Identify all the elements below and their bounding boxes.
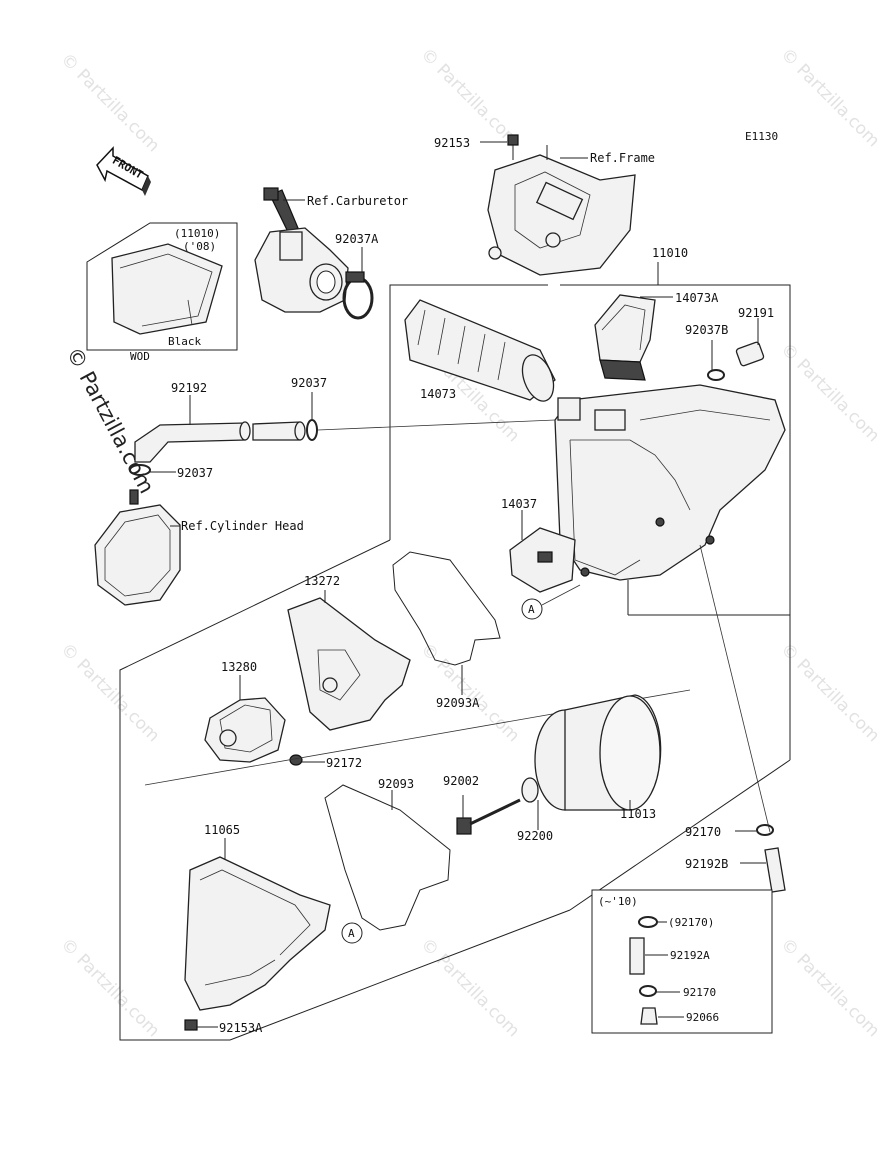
label-92191: 92191: [738, 306, 774, 320]
label-92170: 92170: [685, 825, 721, 839]
label-92037B: 92037B: [685, 323, 728, 337]
label-92037-lower: 92037: [177, 466, 213, 480]
inset-wod-year: ('08): [183, 240, 216, 253]
label-92192: 92192: [171, 381, 207, 395]
label-92200: 92200: [517, 829, 553, 843]
air-box-housing: [554, 384, 786, 581]
label-92153A: 92153A: [219, 1021, 263, 1035]
assembly-outline-11010: [119, 284, 791, 1041]
inset-10-item: 92066: [686, 1011, 719, 1024]
label-11010: 11010: [652, 246, 688, 260]
clamp-92037B: [707, 340, 725, 381]
watermark: © Partzilla.com: [776, 44, 883, 151]
inset-10-item: (92170): [668, 916, 714, 929]
bracket-13272: [287, 590, 411, 731]
clamp-icon: [639, 985, 657, 997]
label-92037A: 92037A: [335, 232, 379, 246]
holder-13280: [204, 675, 286, 763]
bolt-92153: [480, 134, 519, 160]
ref-frame-part: [487, 145, 636, 276]
inset-10-item: 92170: [683, 986, 716, 999]
label-92093: 92093: [378, 777, 414, 791]
plug-icon: [640, 1007, 658, 1025]
clamp-92037: [306, 392, 556, 441]
watermark: © Partzilla.com: [56, 639, 163, 746]
air-box-cover-11065: [184, 838, 331, 1011]
label-92037: 92037: [291, 376, 327, 390]
watermark: © Partzilla.com: [56, 934, 163, 1041]
bolt-92153A: [184, 1019, 218, 1031]
label-11013: 11013: [620, 807, 656, 821]
clamp-92170: [735, 824, 774, 836]
intake-duct-14073: [404, 299, 556, 402]
label-ref-frame: Ref.Frame: [590, 151, 655, 165]
label-13280: 13280: [221, 660, 257, 674]
watermark: © Partzilla.com: [776, 639, 883, 746]
gasket-92093A: [392, 551, 501, 695]
inset-wod-color: Black: [168, 335, 201, 348]
label-92002: 92002: [443, 774, 479, 788]
hose-icon: [629, 937, 645, 975]
cover-plate-14037: [509, 510, 576, 593]
clamp-92037A: [342, 247, 374, 320]
label-92093A: 92093A: [436, 696, 480, 710]
label-14037: 14037: [501, 497, 537, 511]
inset-wod-tag: WOD: [130, 350, 150, 363]
inset-wod: (11010) ('08) Black WOD: [86, 222, 238, 363]
cylinder-head-cover: [94, 489, 181, 606]
carburetor-part: [254, 187, 349, 313]
breather-hose-92192: [134, 395, 306, 463]
label-14073: 14073: [420, 387, 456, 401]
label-ref-carburetor: Ref.Carburetor: [307, 194, 408, 208]
watermark: © Partzilla.com: [56, 49, 163, 156]
washer-92200: [521, 777, 539, 830]
bolt-92002: [456, 795, 521, 835]
marker-a-label: A: [348, 927, 355, 940]
inset-10: (~'10) (92170) 92192A 92170 92066: [591, 889, 773, 1034]
air-box-cover-black: [111, 243, 223, 335]
marker-a-label: A: [528, 603, 535, 616]
clamp-92037-lower: [129, 464, 176, 476]
inset-wod-part: (11010): [174, 227, 220, 240]
duct-14073A: [594, 294, 673, 381]
label-11065: 11065: [204, 823, 240, 837]
label-14073A: 14073A: [675, 291, 719, 305]
air-filter-11013: [534, 694, 662, 811]
watermark: © Partzilla.com: [776, 934, 883, 1041]
label-ref-cylinder-head: Ref.Cylinder Head: [181, 519, 304, 533]
drain-hose-92192B: [740, 847, 786, 893]
gasket-92093: [324, 784, 451, 931]
diagram-code: E1130: [745, 130, 778, 143]
label-92153: 92153: [434, 136, 470, 150]
inset-10-title: (~'10): [598, 895, 638, 908]
cap-92191: [735, 318, 765, 367]
watermark: © Partzilla.com: [416, 934, 523, 1041]
label-92172: 92172: [326, 756, 362, 770]
front-arrow-icon: FRONT: [96, 146, 151, 196]
marker-a-lower: A: [341, 922, 363, 944]
marker-a-upper: A: [521, 584, 581, 620]
watermark: © Partzilla.com: [776, 339, 883, 446]
inset-10-item: 92192A: [670, 949, 710, 962]
label-92192B: 92192B: [685, 857, 728, 871]
label-13272: 13272: [304, 574, 340, 588]
